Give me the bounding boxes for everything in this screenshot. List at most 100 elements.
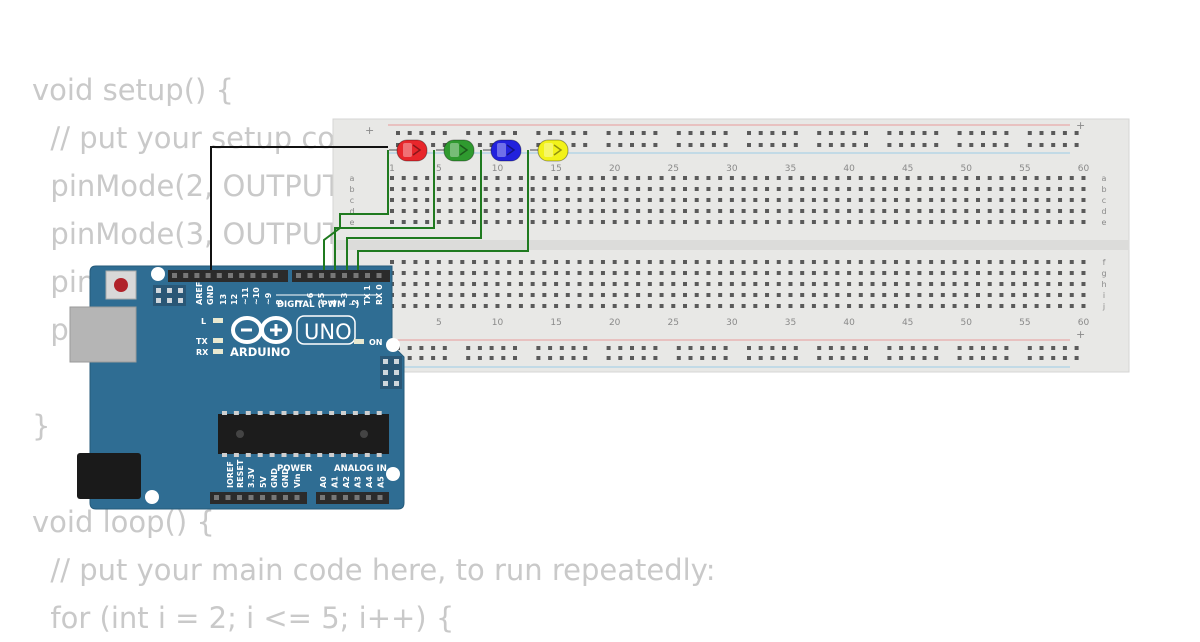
rail-hole[interactable] — [442, 356, 447, 360]
wires[interactable] — [210, 146, 529, 270]
breadboard-hole[interactable] — [577, 293, 582, 297]
breadboard-hole[interactable] — [483, 209, 488, 213]
rail-hole[interactable] — [641, 356, 646, 360]
breadboard-hole[interactable] — [741, 220, 746, 224]
breadboard-hole[interactable] — [694, 209, 699, 213]
breadboard-hole[interactable] — [776, 271, 781, 275]
breadboard-hole[interactable] — [647, 198, 652, 202]
breadboard-hole[interactable] — [976, 220, 980, 224]
breadboard-hole[interactable] — [413, 271, 418, 275]
rail-hole[interactable] — [676, 346, 681, 350]
rail-hole[interactable] — [431, 346, 436, 350]
breadboard-hole[interactable] — [1034, 293, 1039, 297]
breadboard-hole[interactable] — [530, 293, 535, 297]
breadboard-hole[interactable] — [847, 176, 852, 180]
breadboard-hole[interactable] — [636, 304, 641, 308]
breadboard-hole[interactable] — [952, 271, 957, 275]
rail-hole[interactable] — [548, 131, 553, 135]
breadboard-hole[interactable] — [788, 271, 793, 275]
breadboard-hole[interactable] — [1069, 176, 1074, 180]
rail-hole[interactable] — [583, 346, 588, 350]
rail-hole[interactable] — [922, 356, 927, 360]
breadboard-hole[interactable] — [987, 220, 992, 224]
breadboard-hole[interactable] — [952, 304, 957, 308]
breadboard-hole[interactable] — [694, 260, 699, 264]
breadboard-hole[interactable] — [776, 209, 781, 213]
rail-hole[interactable] — [396, 143, 400, 147]
breadboard-hole[interactable] — [776, 198, 781, 202]
breadboard-hole[interactable] — [577, 271, 582, 275]
breadboard-hole[interactable] — [472, 304, 477, 308]
breadboard-hole[interactable] — [882, 282, 887, 286]
breadboard-hole[interactable] — [624, 209, 629, 213]
header-pin[interactable] — [353, 273, 359, 278]
breadboard-hole[interactable] — [600, 271, 605, 275]
breadboard-hole[interactable] — [1081, 220, 1086, 224]
breadboard-hole[interactable] — [823, 271, 828, 275]
breadboard-hole[interactable] — [905, 282, 910, 286]
rail-hole[interactable] — [676, 356, 681, 360]
breadboard-hole[interactable] — [753, 209, 758, 213]
breadboard-hole[interactable] — [765, 271, 770, 275]
breadboard-hole[interactable] — [1011, 176, 1016, 180]
breadboard-hole[interactable] — [811, 293, 816, 297]
rail-hole[interactable] — [747, 346, 751, 350]
rail-hole[interactable] — [782, 143, 787, 147]
rail-hole[interactable] — [981, 131, 985, 135]
breadboard-hole[interactable] — [413, 304, 418, 308]
breadboard-hole[interactable] — [905, 176, 910, 180]
rail-hole[interactable] — [981, 356, 985, 360]
rail-hole[interactable] — [536, 356, 541, 360]
breadboard-hole[interactable] — [952, 198, 957, 202]
breadboard-hole[interactable] — [765, 282, 770, 286]
breadboard-hole[interactable] — [624, 198, 629, 202]
rail-hole[interactable] — [501, 346, 506, 350]
breadboard-hole[interactable] — [929, 187, 934, 191]
breadboard-hole[interactable] — [964, 187, 969, 191]
breadboard-hole[interactable] — [472, 293, 477, 297]
breadboard-hole[interactable] — [788, 260, 793, 264]
rail-hole[interactable] — [606, 131, 611, 135]
breadboard-hole[interactable] — [507, 304, 512, 308]
rail-hole[interactable] — [1074, 131, 1079, 135]
breadboard-hole[interactable] — [952, 176, 957, 180]
breadboard-hole[interactable] — [847, 293, 852, 297]
breadboard-hole[interactable] — [624, 176, 629, 180]
breadboard-hole[interactable] — [718, 293, 723, 297]
breadboard-hole[interactable] — [1069, 209, 1074, 213]
breadboard-hole[interactable] — [636, 220, 641, 224]
breadboard-hole[interactable] — [671, 220, 676, 224]
rail-hole[interactable] — [513, 356, 517, 360]
breadboard-hole[interactable] — [1058, 187, 1063, 191]
breadboard-hole[interactable] — [905, 220, 910, 224]
rail-hole[interactable] — [864, 143, 868, 147]
digital-header-right[interactable] — [292, 270, 390, 282]
breadboard-hole[interactable] — [999, 187, 1004, 191]
breadboard-hole[interactable] — [964, 220, 969, 224]
breadboard-hole[interactable] — [612, 209, 617, 213]
breadboard-hole[interactable] — [1011, 198, 1016, 202]
breadboard-hole[interactable] — [600, 220, 605, 224]
breadboard-hole[interactable] — [870, 198, 875, 202]
rail-hole[interactable] — [723, 346, 728, 350]
header-pin[interactable] — [377, 495, 383, 500]
breadboard-hole[interactable] — [917, 260, 922, 264]
breadboard-hole[interactable] — [671, 282, 676, 286]
breadboard-hole[interactable] — [554, 260, 559, 264]
breadboard-hole[interactable] — [636, 209, 641, 213]
rail-hole[interactable] — [700, 143, 705, 147]
breadboard-hole[interactable] — [706, 220, 711, 224]
breadboard-hole[interactable] — [976, 293, 980, 297]
breadboard-hole[interactable] — [1081, 282, 1086, 286]
breadboard-hole[interactable] — [858, 260, 863, 264]
breadboard-hole[interactable] — [671, 260, 676, 264]
breadboard-hole[interactable] — [870, 271, 875, 275]
breadboard-hole[interactable] — [565, 198, 570, 202]
breadboard-hole[interactable] — [694, 282, 699, 286]
breadboard-hole[interactable] — [706, 198, 711, 202]
breadboard-hole[interactable] — [1034, 198, 1039, 202]
breadboard-hole[interactable] — [401, 176, 406, 180]
rail-hole[interactable] — [852, 143, 857, 147]
breadboard-hole[interactable] — [436, 198, 441, 202]
rail-hole[interactable] — [934, 143, 939, 147]
